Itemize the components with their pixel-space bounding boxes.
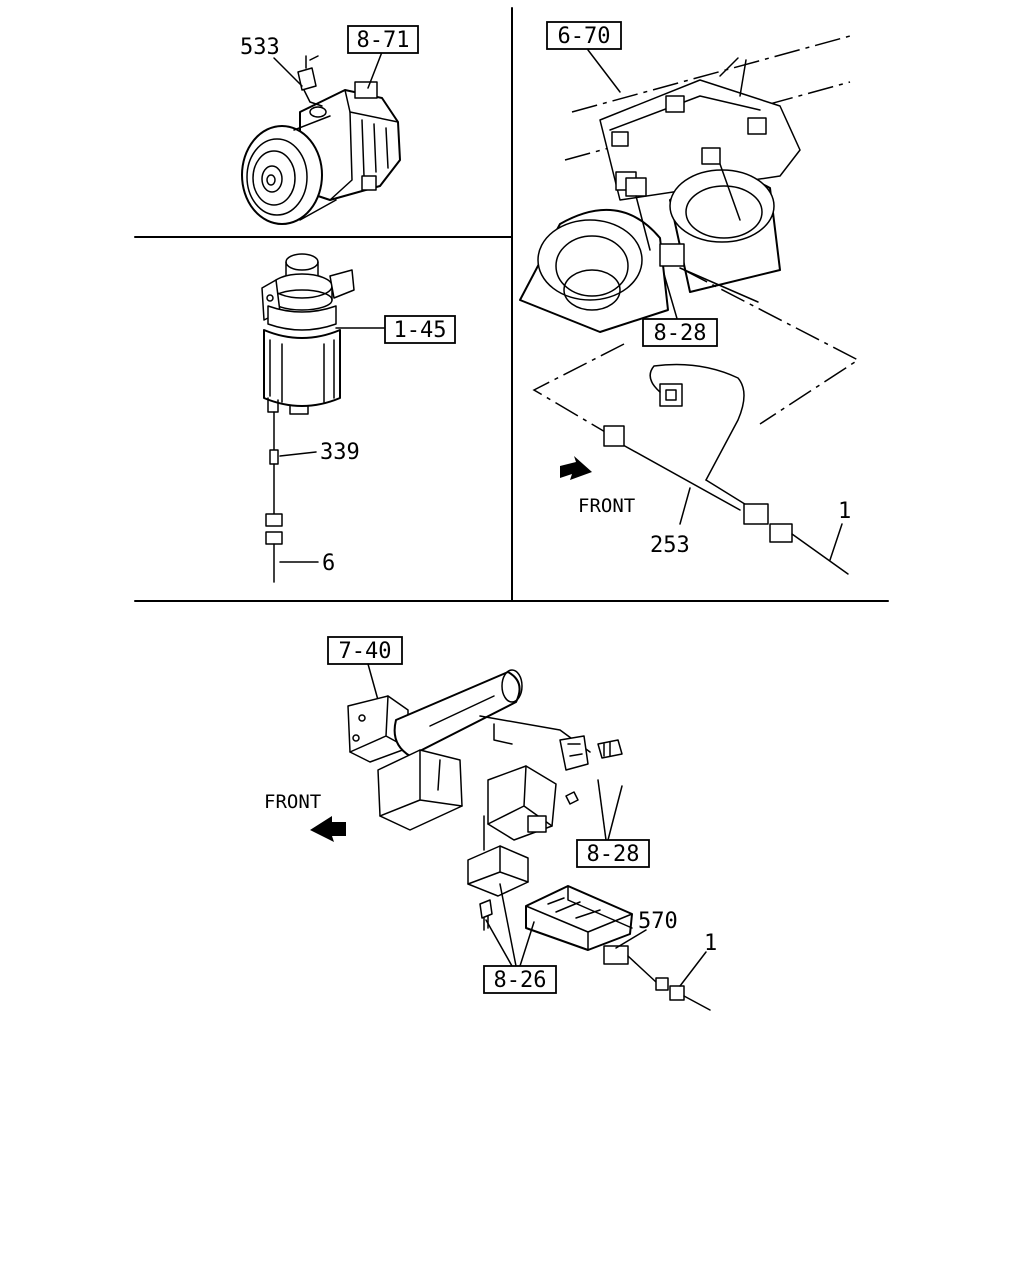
harness-570 xyxy=(603,945,669,991)
blower-unit-panel: 6-70 xyxy=(519,21,860,575)
callout-339: 339 xyxy=(320,440,360,465)
receiver-drier-drawing xyxy=(261,253,355,583)
ref-box-8-26: 8-26 xyxy=(494,968,547,993)
wiring-harness-253 xyxy=(603,363,769,525)
bracket-drawing xyxy=(347,669,633,951)
ref-box-8-71: 8-71 xyxy=(357,28,410,53)
callout-533: 533 xyxy=(240,35,280,60)
front-label-lower: FRONT xyxy=(264,791,321,813)
panel-dividers xyxy=(134,7,889,602)
bracket-assembly-panel: 7-40 xyxy=(264,636,717,1011)
front-label-upper: FRONT xyxy=(578,495,635,517)
ref-box-1-45: 1-45 xyxy=(394,318,447,343)
compressor-panel: 533 8-71 xyxy=(240,25,419,225)
receiver-drier-panel: 1-45 339 6 xyxy=(261,253,456,583)
compressor-drawing xyxy=(241,55,401,225)
ref-box-6-70: 6-70 xyxy=(558,24,611,49)
front-arrow-lower xyxy=(310,816,346,842)
ref-box-7-40: 7-40 xyxy=(339,639,392,664)
front-arrow-upper xyxy=(560,456,592,480)
callout-1-lower: 1 xyxy=(704,931,717,956)
ref-box-8-28-lower: 8-28 xyxy=(587,842,640,867)
sensor-lead-1-lower xyxy=(669,985,711,1011)
callout-253: 253 xyxy=(650,533,690,558)
callout-1-upper: 1 xyxy=(838,499,851,524)
blower-housing-drawing xyxy=(519,35,860,437)
sensor-lead-1 xyxy=(769,523,849,575)
callout-6: 6 xyxy=(322,551,335,576)
callout-570: 570 xyxy=(638,909,678,934)
ref-box-8-28-upper: 8-28 xyxy=(654,321,707,346)
